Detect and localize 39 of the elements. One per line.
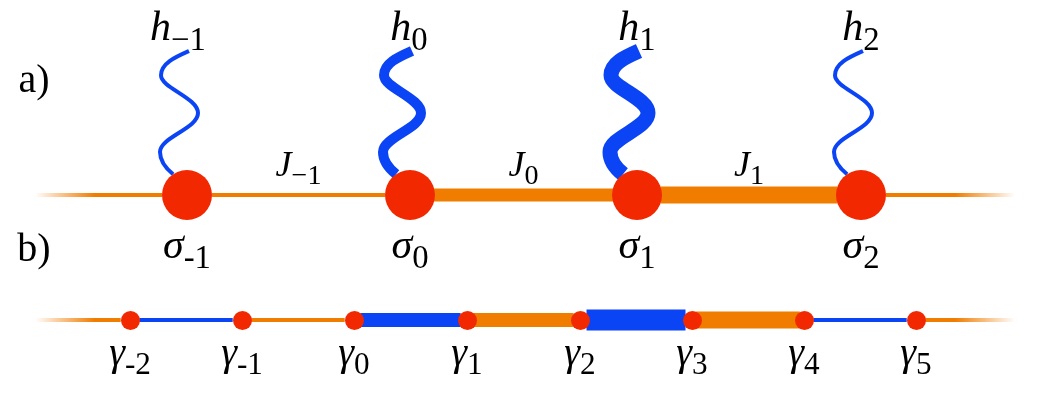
coupling-line: [473, 313, 574, 327]
coupling-line: [360, 313, 461, 327]
coupling-label: J$_{1}$: [734, 146, 764, 182]
coupling-line: [434, 188, 613, 202]
coupling-label: J$_{−1}$: [275, 146, 322, 182]
wavy-line: [158, 49, 200, 176]
spin-dot: [385, 170, 435, 220]
coupling-line: [211, 193, 386, 197]
site-label: γ$_{-1}$: [221, 332, 263, 372]
chain-end-line: [885, 193, 1015, 197]
panel-label: b): [17, 228, 51, 268]
coupling-line: [696, 311, 800, 329]
site-label: γ$_{5}$: [900, 332, 932, 372]
chain-end-line: [35, 318, 121, 322]
panel-label: a): [18, 59, 50, 99]
wavy-line: [832, 49, 874, 176]
coupling-line: [586, 309, 686, 331]
spin-dot: [836, 170, 886, 220]
coupling-label: J$_{0}$: [508, 146, 539, 182]
coupling-line: [139, 318, 233, 322]
wavy-line: [602, 44, 656, 180]
site-dot: [906, 310, 926, 330]
site-dot: [120, 310, 140, 330]
site-label: γ$_{0}$: [338, 332, 370, 372]
wavy-line: [378, 46, 426, 178]
site-dot: [232, 310, 252, 330]
spin-dot: [162, 170, 212, 220]
chain-end-line: [925, 318, 1015, 322]
spin-dot: [612, 170, 662, 220]
site-dot: [344, 310, 364, 330]
site-label: γ$_{-2}$: [109, 332, 151, 372]
site-label: γ$_{1}$: [451, 332, 483, 372]
chain-end-line: [35, 193, 163, 197]
site-label: γ$_{3}$: [676, 332, 708, 372]
coupling-line: [660, 186, 838, 204]
site-label: γ$_{2}$: [564, 332, 596, 372]
coupling-line: [813, 318, 907, 322]
coupling-line: [251, 318, 345, 322]
site-label: γ$_{4}$: [788, 332, 820, 372]
